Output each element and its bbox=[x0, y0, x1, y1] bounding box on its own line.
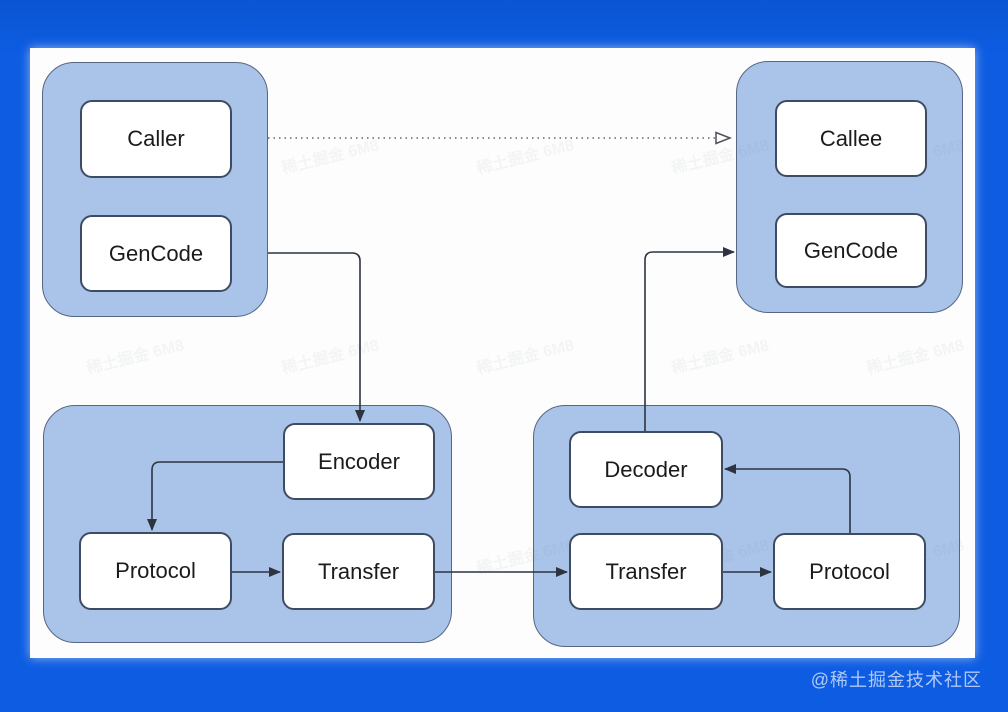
watermark-tile: 稀土掘金 6M8 bbox=[475, 137, 576, 178]
node-decoder: Decoder bbox=[569, 431, 723, 508]
juejin-watermark: @稀土掘金技术社区 bbox=[810, 670, 982, 690]
node-encoder: Encoder bbox=[283, 423, 435, 500]
watermark-tile: 稀土掘金 6M8 bbox=[280, 337, 381, 378]
watermark-tile: 稀土掘金 6M8 bbox=[85, 337, 186, 378]
watermark-tile: 稀土掘金 6M8 bbox=[865, 337, 966, 378]
edge-gencode-to-encoder bbox=[268, 252, 365, 422]
node-transfer-callee: Transfer bbox=[569, 533, 723, 610]
node-gencode-caller: GenCode bbox=[80, 215, 232, 292]
node-transfer-caller: Transfer bbox=[282, 533, 435, 610]
watermark-tile: 稀土掘金 6M8 bbox=[280, 137, 381, 178]
node-callee: Callee bbox=[775, 100, 927, 177]
node-protocol-caller: Protocol bbox=[79, 532, 232, 610]
diagram-canvas: 稀土掘金 6M8 稀土掘金 6M8 稀土掘金 6M8 稀土掘金 6M8 稀土掘金… bbox=[30, 48, 975, 658]
watermark-tile: 稀土掘金 6M8 bbox=[475, 337, 576, 378]
node-gencode-callee: GenCode bbox=[775, 213, 927, 288]
watermark-tile: 稀土掘金 6M8 bbox=[670, 337, 771, 378]
node-protocol-callee: Protocol bbox=[773, 533, 926, 610]
node-caller: Caller bbox=[80, 100, 232, 178]
